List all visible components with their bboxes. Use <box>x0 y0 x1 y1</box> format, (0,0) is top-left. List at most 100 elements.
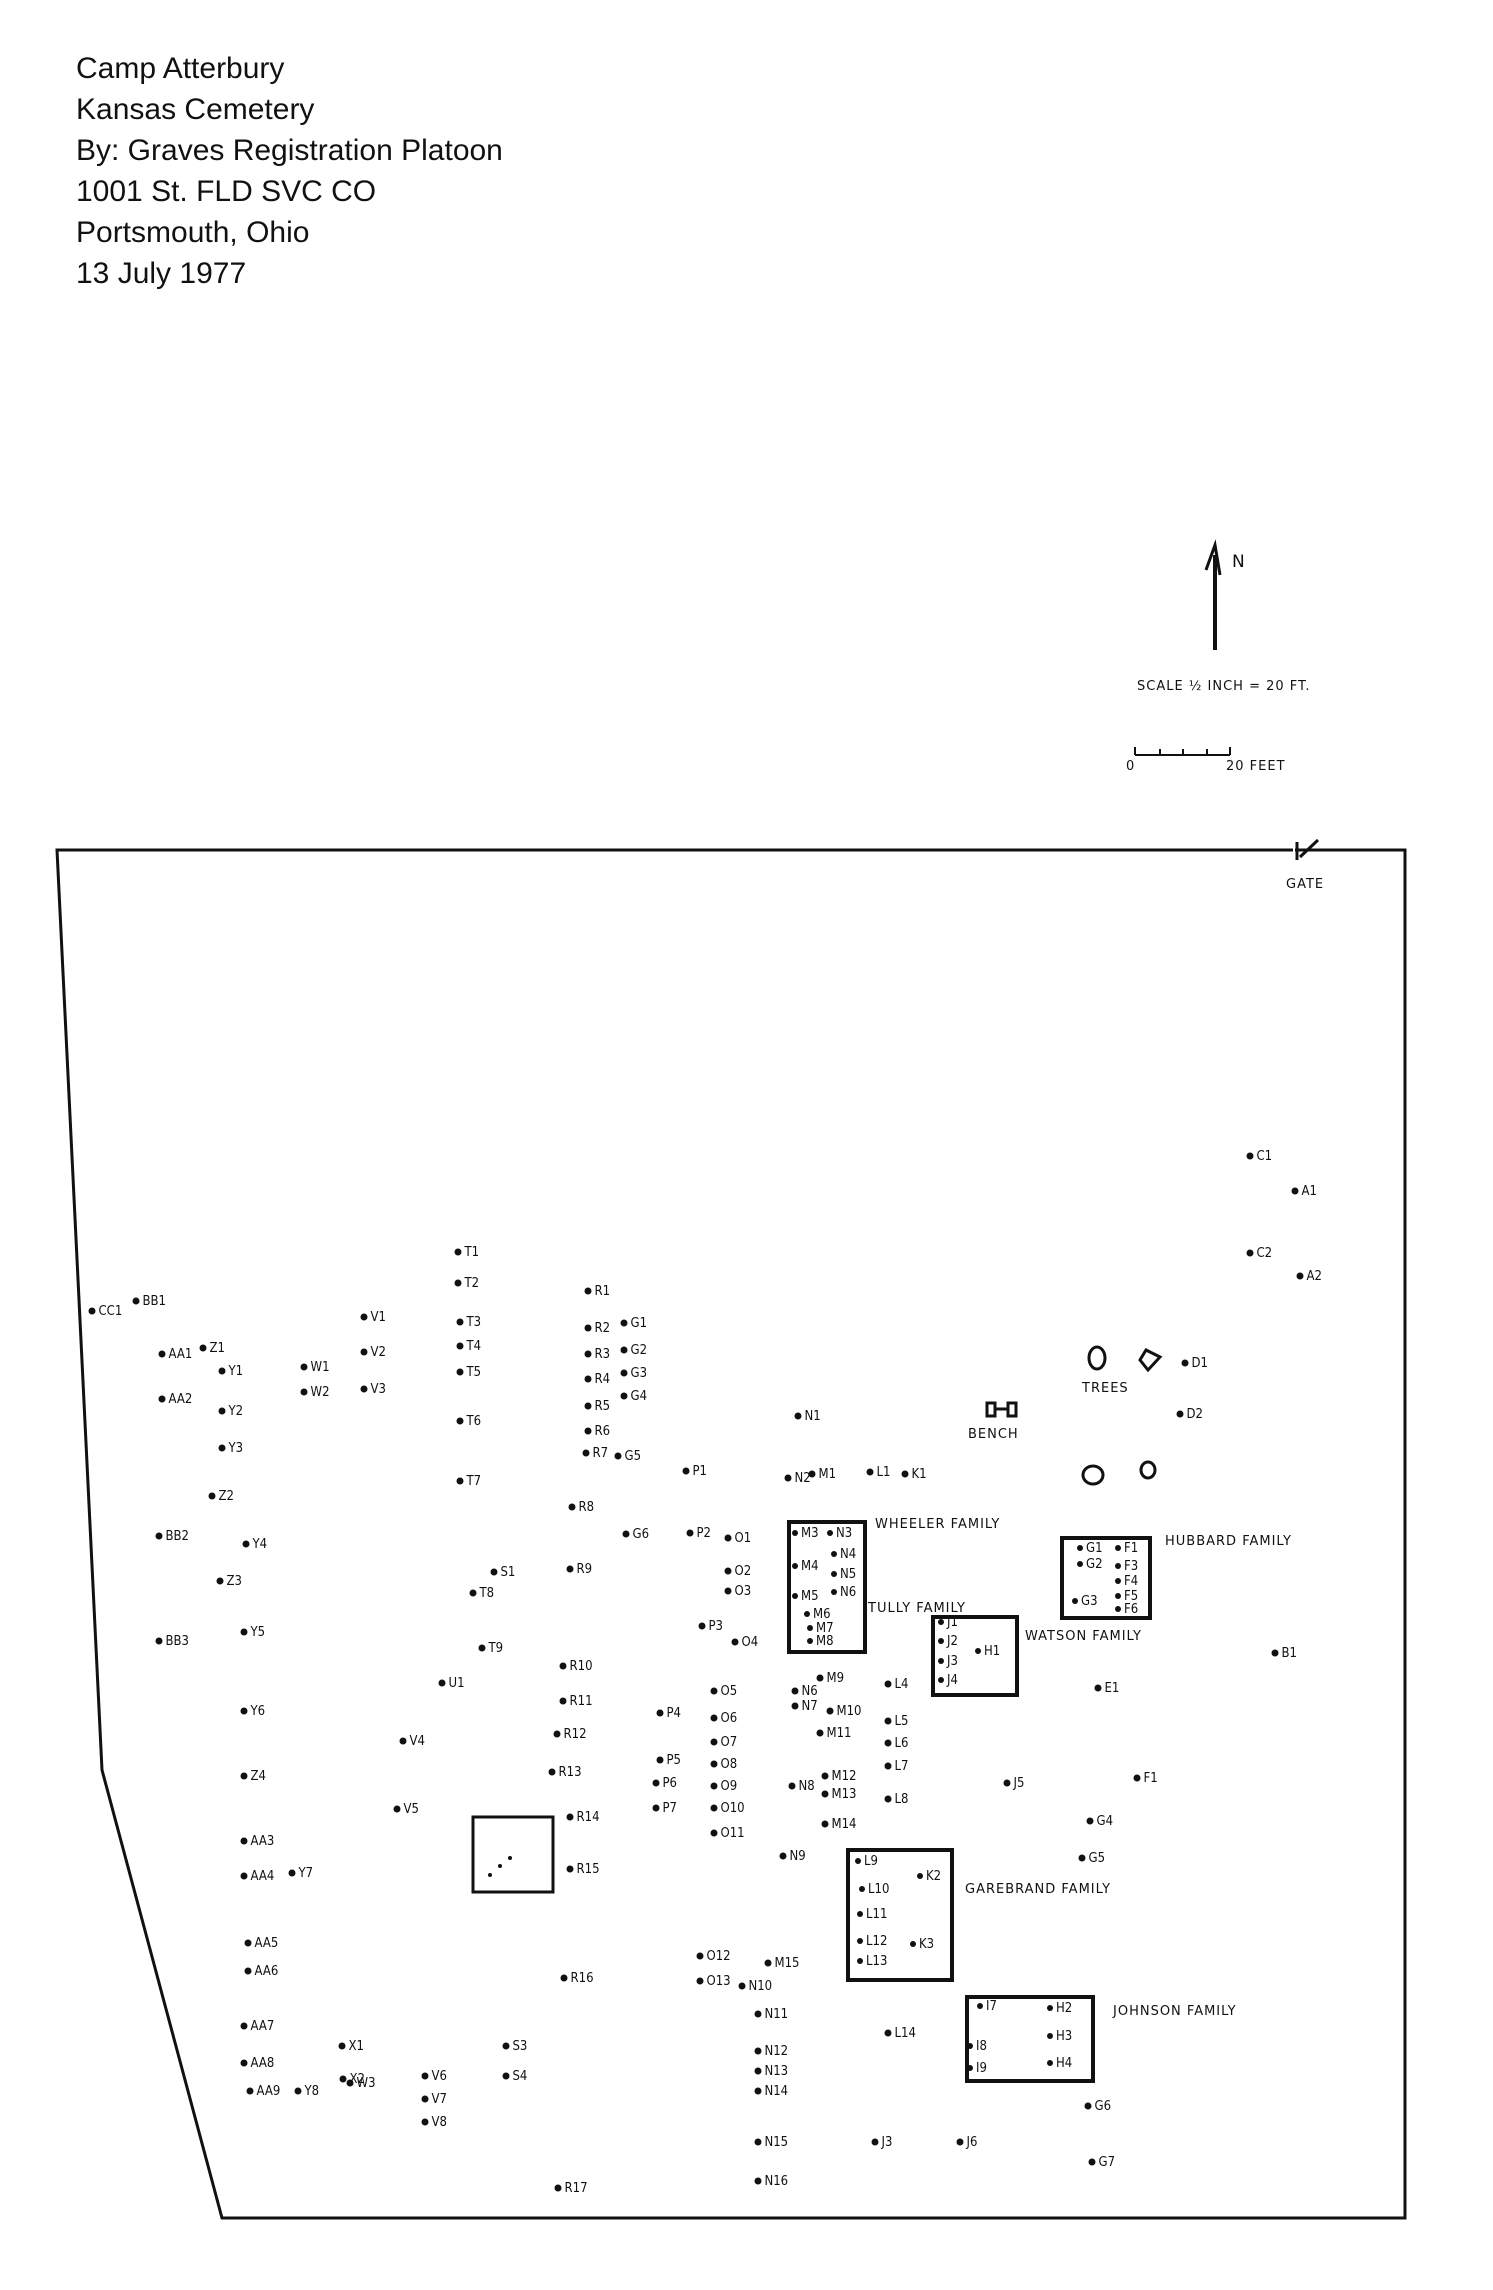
grave-dot <box>652 1779 660 1787</box>
grave-dot <box>158 1350 166 1358</box>
family-grave-k3: K3 <box>910 1937 934 1952</box>
grave-o11: O11 <box>710 1826 745 1841</box>
grave-p3: P3 <box>698 1619 723 1634</box>
grave-label: X2 <box>350 2072 365 2087</box>
grave-dot <box>360 1348 368 1356</box>
grave-label: G4 <box>631 1389 648 1404</box>
grave-label: L6 <box>895 1736 909 1751</box>
grave-label: G1 <box>1086 1541 1103 1556</box>
grave-dot <box>242 1540 250 1548</box>
grave-dot <box>614 1452 622 1460</box>
family-grave-h3: H3 <box>1047 2029 1072 2044</box>
family-grave-l11: L11 <box>857 1907 887 1922</box>
grave-dot <box>807 1638 813 1644</box>
grave-label: Y8 <box>304 2084 320 2099</box>
grave-dot <box>584 1324 592 1332</box>
family-grave-g2: G2 <box>1077 1557 1103 1572</box>
grave-label: L5 <box>895 1714 909 1729</box>
grave-y4: Y4 <box>242 1537 267 1552</box>
grave-dot <box>1176 1410 1184 1418</box>
grave-dot <box>967 2065 973 2071</box>
tree-icon <box>1081 1345 1163 1486</box>
grave-label: M5 <box>801 1589 819 1604</box>
north-arrow-icon: N <box>1204 539 1245 650</box>
grave-label: N9 <box>790 1849 806 1864</box>
grave-dot <box>792 1593 798 1599</box>
grave-dot <box>559 1662 567 1670</box>
grave-label: W1 <box>311 1360 330 1375</box>
grave-v5: V5 <box>393 1802 419 1817</box>
grave-label: G6 <box>1095 2099 1112 2114</box>
grave-n6: N6 <box>791 1684 818 1699</box>
grave-label: L4 <box>895 1677 909 1692</box>
family-label-tully: TULLY FAMILY <box>867 1601 966 1616</box>
grave-y2: Y2 <box>218 1404 243 1419</box>
grave-label: S1 <box>501 1565 516 1580</box>
grave-dot <box>199 1344 207 1352</box>
unmarked-plot <box>471 1815 555 1894</box>
grave-dot <box>1003 1779 1011 1787</box>
grave-label: V4 <box>410 1734 425 1749</box>
grave-f1: F1 <box>1133 1771 1158 1786</box>
grave-p4: P4 <box>656 1706 681 1721</box>
grave-label: V2 <box>371 1345 386 1360</box>
grave-label: L12 <box>866 1934 887 1949</box>
grave-dot <box>821 1790 829 1798</box>
grave-label: J3 <box>881 2135 893 2150</box>
grave-dot <box>620 1369 628 1377</box>
grave-r7: R7 <box>582 1446 609 1461</box>
grave-dot <box>620 1319 628 1327</box>
grave-dot <box>710 1760 718 1768</box>
grave-label: N8 <box>799 1779 815 1794</box>
grave-dot <box>784 1474 792 1482</box>
grave-label: AA5 <box>255 1936 279 1951</box>
title-line-1: Camp Atterbury <box>76 52 285 85</box>
grave-y5: Y5 <box>240 1625 265 1640</box>
grave-aa9: AA9 <box>246 2084 280 2099</box>
grave-label: R4 <box>595 1372 611 1387</box>
grave-t2: T2 <box>454 1276 479 1291</box>
watson-family-plot <box>931 1615 1019 1697</box>
grave-dot <box>724 1587 732 1595</box>
grave-r11: R11 <box>559 1694 593 1709</box>
grave-t3: T3 <box>456 1315 481 1330</box>
grave-label: J4 <box>946 1673 958 1688</box>
grave-dot <box>656 1756 664 1764</box>
grave-dot <box>1047 2005 1053 2011</box>
gate-icon <box>1295 838 1320 860</box>
grave-label: T1 <box>464 1245 480 1260</box>
family-grave-n5: N5 <box>831 1567 856 1582</box>
grave-v7: V7 <box>421 2092 447 2107</box>
grave-dot <box>754 2177 762 2185</box>
grave-r3: R3 <box>584 1347 610 1362</box>
grave-label: P1 <box>693 1464 708 1479</box>
grave-dot <box>554 2184 562 2192</box>
grave-dot <box>240 1707 248 1715</box>
grave-s4: S4 <box>502 2069 527 2084</box>
grave-dot <box>884 1795 892 1803</box>
grave-y1: Y1 <box>218 1364 243 1379</box>
johnson-family-plot <box>965 1995 1095 2083</box>
grave-g1: G1 <box>620 1316 647 1331</box>
grave-dot <box>821 1820 829 1828</box>
grave-label: C1 <box>1257 1149 1273 1164</box>
grave-n15: N15 <box>754 2135 788 2150</box>
grave-r12: R12 <box>553 1727 587 1742</box>
grave-label: M8 <box>816 1634 834 1649</box>
grave-label: O3 <box>735 1584 752 1599</box>
grave-g5: G5 <box>1078 1851 1105 1866</box>
grave-dot <box>791 1702 799 1710</box>
grave-dot <box>244 1939 252 1947</box>
grave-dot <box>804 1611 810 1617</box>
grave-dot <box>866 1468 874 1476</box>
grave-u1: U1 <box>438 1676 465 1691</box>
grave-dot <box>901 1470 909 1478</box>
grave-label: J3 <box>946 1654 958 1669</box>
grave-label: AA4 <box>251 1869 275 1884</box>
grave-label: AA6 <box>255 1964 279 1979</box>
grave-dot <box>1088 2158 1096 2166</box>
grave-dot <box>456 1477 464 1485</box>
grave-label: R7 <box>593 1446 609 1461</box>
grave-dot <box>1084 2102 1092 2110</box>
grave-c1: C1 <box>1246 1149 1273 1164</box>
